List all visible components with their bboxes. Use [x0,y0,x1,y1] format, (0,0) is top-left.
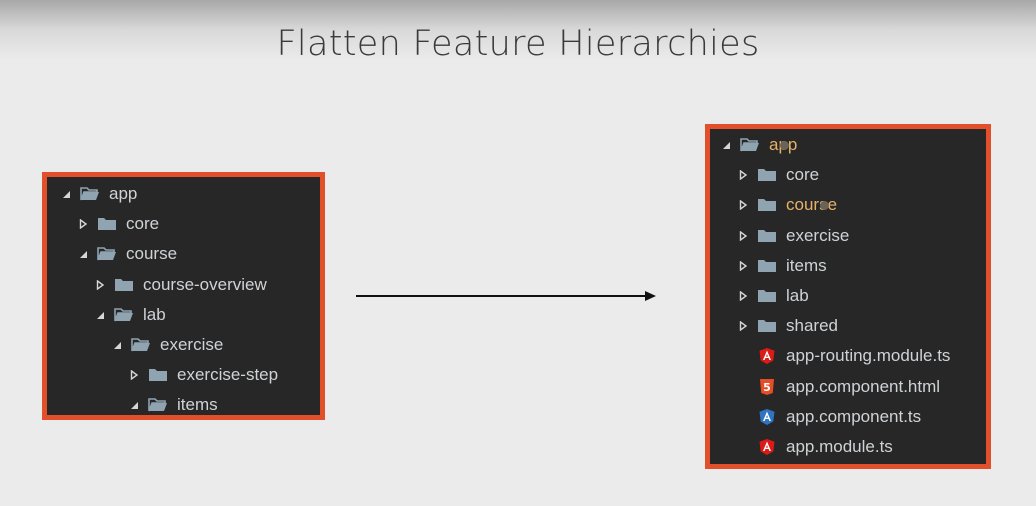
tree-item-label: core [786,165,820,185]
expanded-arrow-icon[interactable] [720,139,732,151]
after-tree-panel: app core course exercise items lab shared app-r… [705,124,991,469]
expanded-arrow-icon[interactable] [128,399,140,411]
tree-row-exercise[interactable]: exercise [47,330,223,360]
tree-item-label: items [786,255,827,275]
modified-indicator-icon [820,200,830,210]
expanded-arrow-icon[interactable] [111,339,123,351]
folder-open-icon [131,337,151,353]
tree-row-exercise-step[interactable]: exercise-step [47,360,278,390]
arrow-right-icon [356,291,656,301]
slide-title: Flatten Feature Hierarchies [276,24,760,64]
angular-icon [757,348,777,365]
folder-icon [757,318,777,334]
tree-row-course-overview[interactable]: course-overview [47,270,267,300]
folder-icon [148,367,168,383]
tree-spacer [737,350,749,362]
tree-row-items[interactable]: items [710,251,827,281]
collapsed-arrow-icon[interactable] [77,218,89,230]
tree-row-app[interactable]: app [710,130,797,160]
tree-item-label: app.component.html [786,376,941,396]
tree-row-app-module-ts[interactable]: app.module.ts [710,432,893,462]
folder-open-icon [114,307,134,323]
expanded-arrow-icon[interactable] [94,309,106,321]
tree-row-app[interactable]: app [47,179,137,209]
expanded-arrow-icon[interactable] [77,248,89,260]
collapsed-arrow-icon[interactable] [737,290,749,302]
tree-row-core[interactable]: core [710,160,819,190]
collapsed-arrow-icon[interactable] [737,169,749,181]
tree-item-label: course-overview [143,274,267,294]
tree-item-label: app.module.ts [786,437,893,456]
tree-item-label: course [786,195,838,215]
tree-item-label: lab [143,304,166,324]
folder-open-icon [148,397,168,413]
folder-icon [757,258,777,274]
tree-row-shared[interactable]: shared [710,311,838,341]
tree-row-course[interactable]: course [710,190,837,220]
collapsed-arrow-icon[interactable] [737,199,749,211]
html5-icon: 5 [757,378,777,395]
tree-item-label: lab [786,286,809,305]
folder-icon [97,216,117,232]
angular-ts-icon [757,408,777,425]
folder-icon [757,197,777,213]
folder-icon [757,228,777,244]
folder-open-icon [97,246,117,262]
tree-item-label: exercise-step [177,365,279,385]
tree-item-label: app [109,184,138,203]
angular-icon [757,439,777,455]
tree-spacer [737,441,749,453]
tree-row-items[interactable]: items [47,390,218,420]
folder-icon [757,288,777,304]
tree-row-lab[interactable]: lab [47,300,166,330]
collapsed-arrow-icon[interactable] [737,260,749,272]
modified-indicator-icon [780,140,790,150]
tree-item-label: exercise [786,225,850,245]
expanded-arrow-icon[interactable] [60,188,72,200]
tree-row-app-component-ts[interactable]: app.component.ts [710,402,921,432]
folder-icon [114,277,134,293]
tree-item-label: course [126,244,178,264]
collapsed-arrow-icon[interactable] [94,279,106,291]
tree-row-lab[interactable]: lab [710,281,809,311]
tree-item-label: shared [786,316,838,336]
tree-item-label: items [177,395,218,415]
tree-item-label: app-routing.module.ts [786,346,951,366]
tree-row-exercise[interactable]: exercise [710,221,849,251]
svg-text:5: 5 [763,381,771,394]
tree-row-app-component-html[interactable]: 5 app.component.html [710,372,940,402]
folder-open-icon [740,137,760,153]
folder-icon [757,167,777,183]
collapsed-arrow-icon[interactable] [737,230,749,242]
tree-item-label: app.component.ts [786,406,922,426]
tree-item-label: core [126,214,160,234]
before-tree-panel: app core course course-overview lab exercise e… [42,172,325,420]
collapsed-arrow-icon[interactable] [737,320,749,332]
tree-row-core[interactable]: core [47,209,159,239]
tree-item-label: exercise [160,335,224,354]
tree-spacer [737,381,749,393]
tree-row-course[interactable]: course [47,239,177,269]
tree-spacer [737,411,749,423]
folder-open-icon [80,186,100,202]
collapsed-arrow-icon[interactable] [128,369,140,381]
tree-row-app-routing-module-ts[interactable]: app-routing.module.ts [710,341,950,371]
